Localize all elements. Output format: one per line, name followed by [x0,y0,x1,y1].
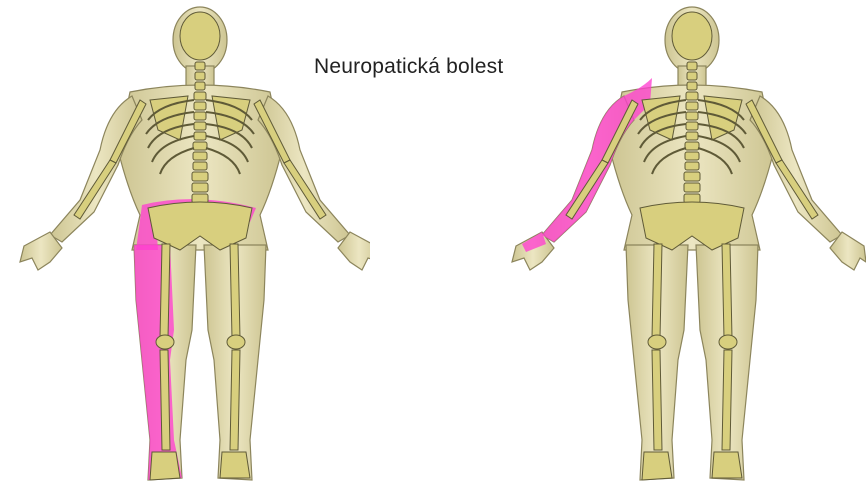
body-figure-arm-pain [502,0,866,498]
body-figure-leg-pain [10,0,370,498]
